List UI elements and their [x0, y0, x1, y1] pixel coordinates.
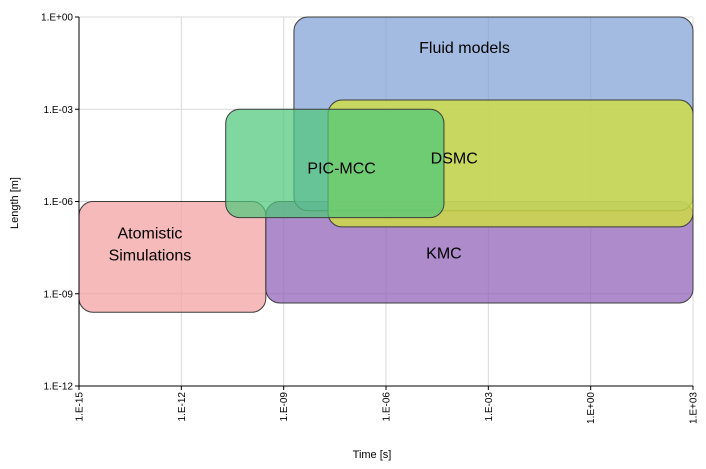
x-tick-label: 1.E-09	[279, 392, 290, 422]
x-tick-label: 1.E-03	[484, 392, 495, 422]
y-tick-label: 1.E-03	[44, 105, 74, 116]
x-tick-label: 1.E+00	[586, 392, 597, 424]
axes	[75, 16, 694, 390]
region-label-kmc: KMC	[426, 246, 462, 263]
y-tick-label: 1.E-09	[44, 289, 74, 300]
region-pic-mcc	[225, 108, 445, 219]
region-label-atomistic-simulations: Atomistic	[117, 225, 182, 242]
y-axis-label: Length [m]	[9, 177, 21, 229]
x-axis-label: Time [s]	[353, 449, 392, 461]
x-tick-label: 1.E+03	[689, 392, 700, 424]
region-label-dsmc: DSMC	[431, 151, 478, 168]
regions	[78, 16, 694, 313]
region-label-atomistic-simulations: Simulations	[109, 247, 192, 264]
x-tick-label: 1.E-06	[382, 392, 393, 422]
x-tick-label: 1.E-15	[75, 392, 86, 422]
y-tick-label: 1.E-12	[44, 382, 74, 393]
x-tick-label: 1.E-12	[177, 392, 188, 422]
y-tick-label: 1.E+00	[41, 13, 73, 24]
region-label-fluid-models: Fluid models	[419, 40, 510, 57]
y-tick-label: 1.E-06	[44, 197, 74, 208]
region-label-pic-mcc: PIC-MCC	[307, 160, 375, 177]
